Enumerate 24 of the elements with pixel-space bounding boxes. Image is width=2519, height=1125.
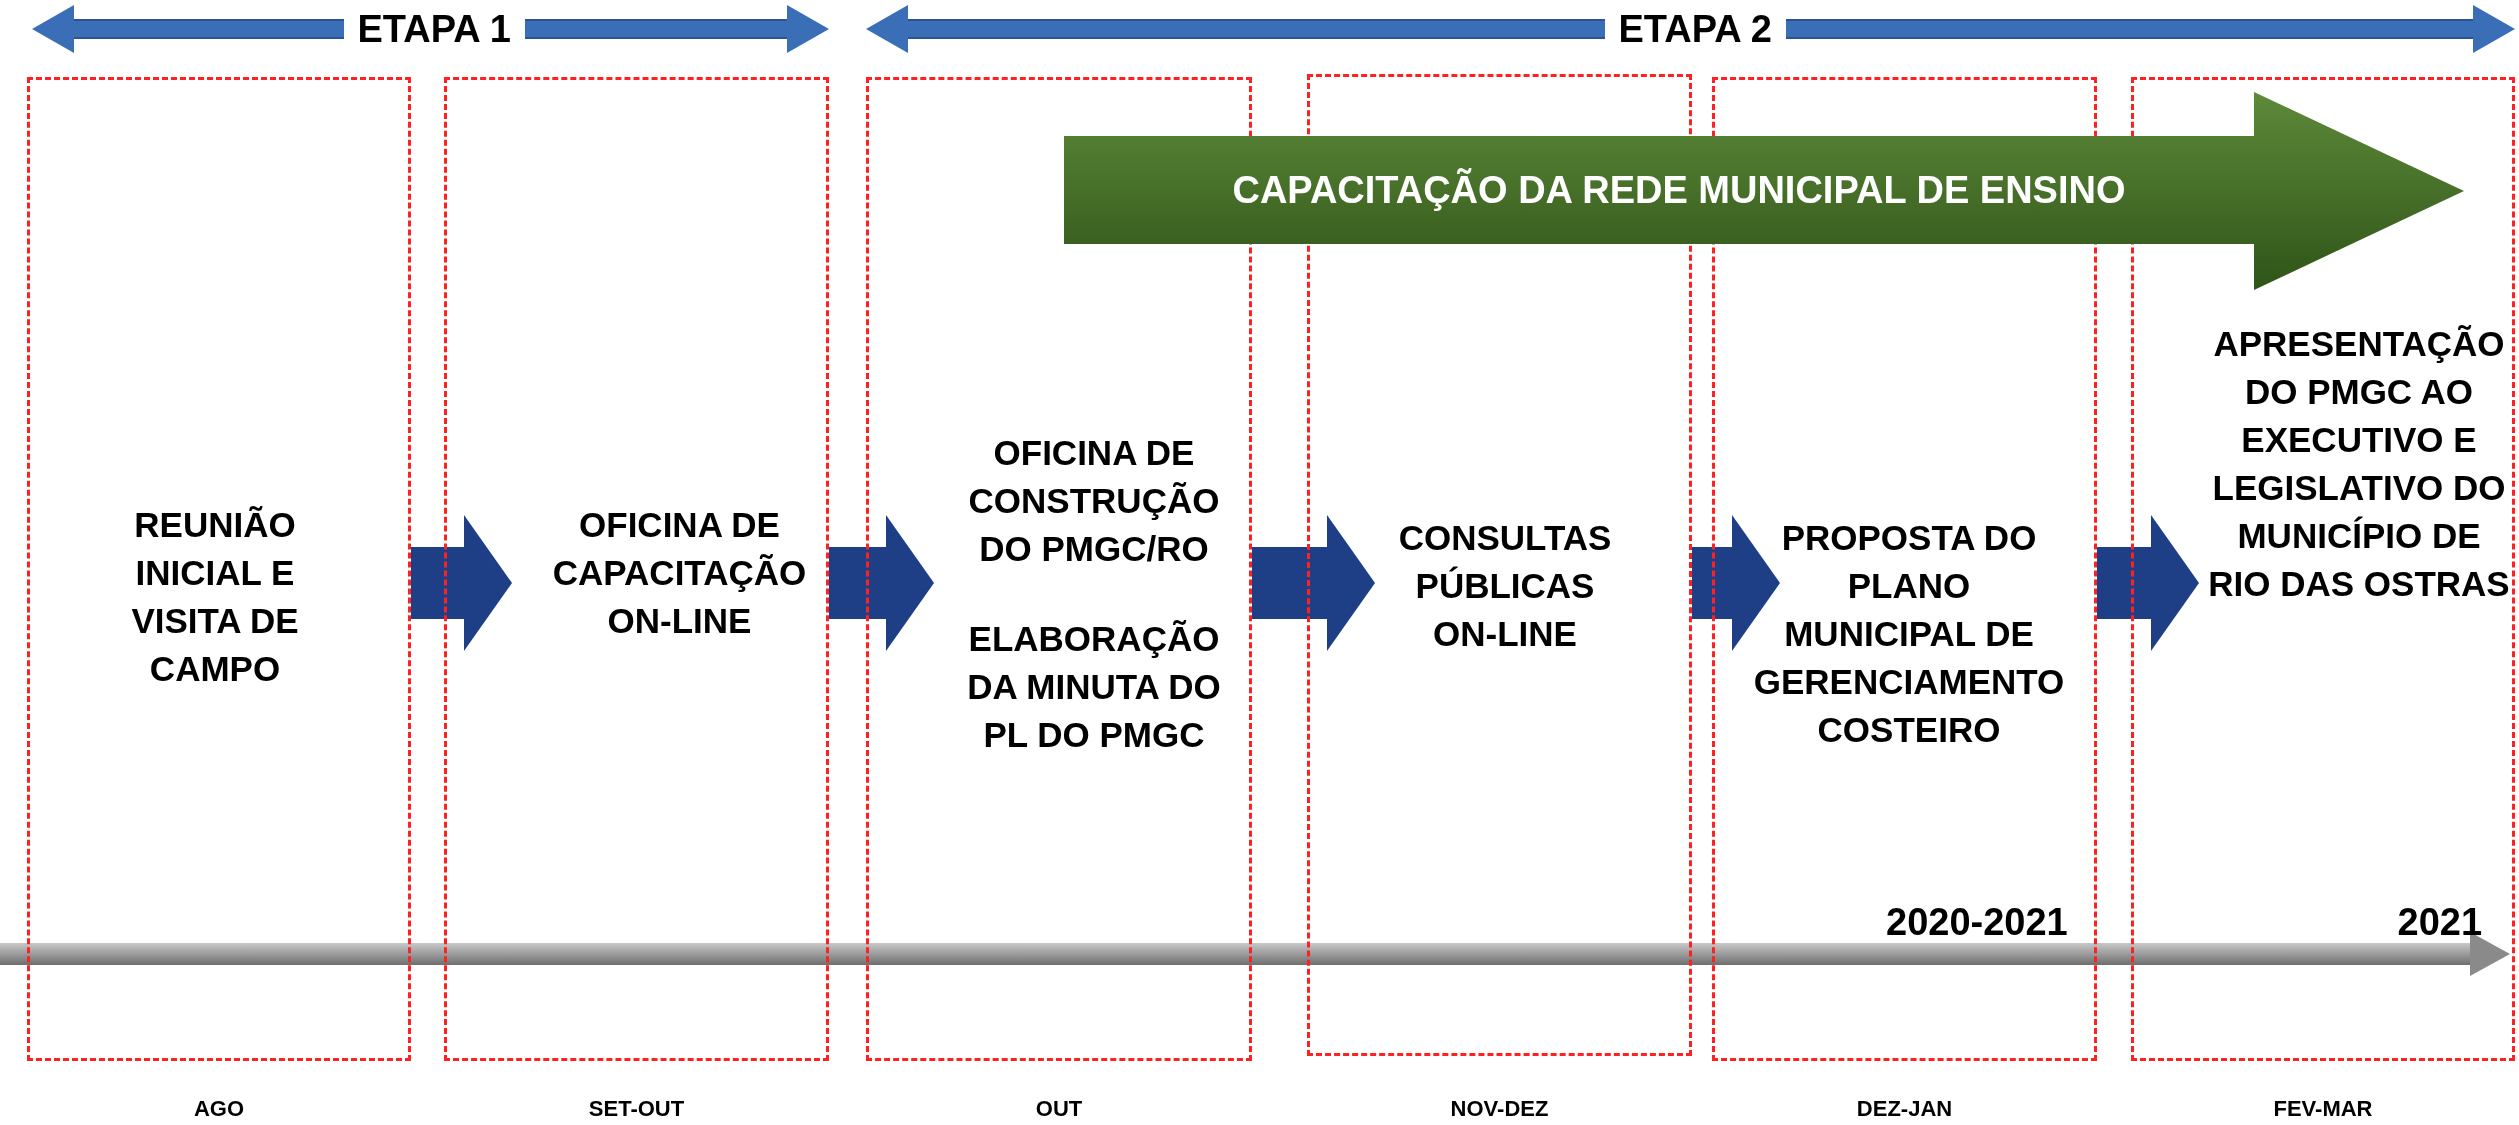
month-label: NOV-DEZ [1449,1096,1550,1122]
month-label: AGO [192,1096,246,1122]
month-label: FEV-MAR [2272,1096,2374,1122]
step-text: OFICINA DE CAPACITAÇÃO ON-LINE [551,504,808,642]
banner-text: CAPACITAÇÃO DA REDE MUNICIPAL DE ENSINO [1231,167,2127,213]
year-label: 2020-2021 [1885,900,2069,944]
block-arrow [829,515,934,651]
step-text: OFICINA DE CONSTRUÇÃO DO PMGC/RO [967,432,1221,570]
stage-box [444,77,829,1061]
step-text: ELABORAÇÃO DA MINUTA DO PL DO PMGC [966,618,1222,756]
step-text: REUNIÃO INICIAL E VISITA DE CAMPO [130,504,300,690]
banner-arrow [1064,92,2464,290]
step-text: APRESENTAÇÃO DO PMGC AO EXECUTIVO E LEGISLATIVO DO MUNICÍPIO DE RIO DAS OSTRAS [2207,323,2511,605]
stage-box [27,77,411,1061]
month-label: DEZ-JAN [1855,1096,1954,1122]
step-text: CONSULTAS PÚBLICAS ON-LINE [1397,517,1613,655]
block-arrow [2097,515,2199,651]
block-arrow [411,515,512,651]
step-text: PROPOSTA DO PLANO MUNICIPAL DE GERENCIAMENTO COSTEIRO [1752,517,2066,751]
month-label: OUT [1034,1096,1084,1122]
block-arrow [1252,515,1375,651]
block-arrow [1692,515,1780,651]
month-label: SET-OUT [587,1096,686,1122]
year-label: 2021 [2396,900,2484,944]
